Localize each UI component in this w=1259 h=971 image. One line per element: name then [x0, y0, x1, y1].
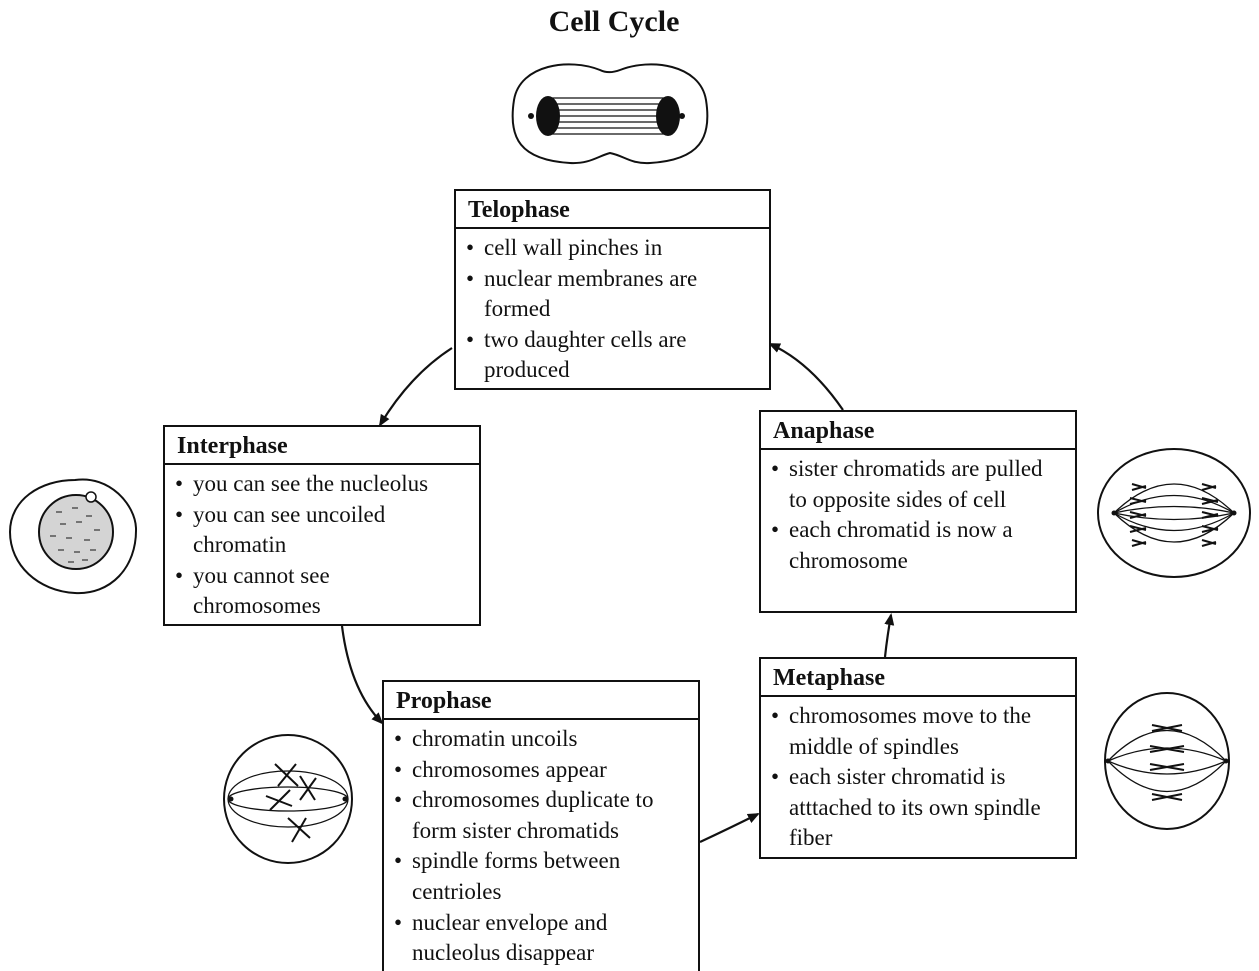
prophase-list: chromatin uncoils chromosomes appear chr… — [384, 720, 698, 969]
list-item: cell wall pinches in — [464, 233, 761, 264]
prophase-cell-icon — [223, 734, 353, 864]
interphase-box: Interphase you can see the nucleolus you… — [163, 425, 481, 626]
anaphase-list: sister chromatids are pulled to opposite… — [761, 450, 1075, 576]
metaphase-box: Metaphase chromosomes move to the middle… — [759, 657, 1077, 859]
list-item: spindle forms between centrioles — [392, 846, 687, 907]
metaphase-list: chromosomes move to the middle of spindl… — [761, 697, 1075, 854]
prophase-box: Prophase chromatin uncoils chromosomes a… — [382, 680, 700, 971]
list-item: chromosomes appear — [392, 755, 690, 786]
arrow-metaphase-to-anaphase — [883, 613, 895, 658]
anaphase-cell-icon — [1097, 448, 1251, 578]
list-item: nuclear membranes are formed — [464, 264, 719, 325]
anaphase-heading: Anaphase — [761, 412, 1075, 450]
telophase-list: cell wall pinches in nuclear membranes a… — [456, 229, 769, 386]
interphase-list: you can see the nucleolus you can see un… — [165, 465, 479, 622]
prophase-heading: Prophase — [384, 682, 698, 720]
metaphase-cell-icon — [1104, 692, 1230, 830]
arrow-prophase-to-metaphase — [699, 813, 760, 843]
diagram-title: Cell Cycle — [548, 5, 680, 38]
list-item: sister chromatids are pulled to opposite… — [769, 454, 1064, 515]
list-item: each sister chromatid is atttached to it… — [769, 762, 1054, 854]
arrow-anaphase-to-telophase — [768, 342, 844, 411]
telophase-box: Telophase cell wall pinches in nuclear m… — [454, 189, 771, 390]
telophase-heading: Telophase — [456, 191, 769, 229]
list-item: you cannot see chromosomes — [173, 561, 393, 622]
arrow-interphase-to-prophase — [340, 625, 384, 725]
list-item: you can see uncoiled chromatin — [173, 500, 428, 561]
list-item: chromatin uncoils — [392, 724, 690, 755]
interphase-cell-icon — [8, 478, 138, 595]
list-item: chromosomes duplicate to form sister chr… — [392, 785, 702, 846]
list-item: chromosomes move to the middle of spindl… — [769, 701, 1059, 762]
list-item: two daughter cells are produced — [464, 325, 749, 386]
interphase-heading: Interphase — [165, 427, 479, 465]
list-item: each chromatid is now a chromosome — [769, 515, 1049, 576]
telophase-cell-icon — [511, 63, 709, 165]
anaphase-box: Anaphase sister chromatids are pulled to… — [759, 410, 1077, 613]
list-item: you can see the nucleolus — [173, 469, 471, 500]
arrow-telophase-to-interphase — [378, 347, 453, 427]
metaphase-heading: Metaphase — [761, 659, 1075, 697]
list-item: nuclear envelope and nucleolus disappear — [392, 908, 672, 969]
